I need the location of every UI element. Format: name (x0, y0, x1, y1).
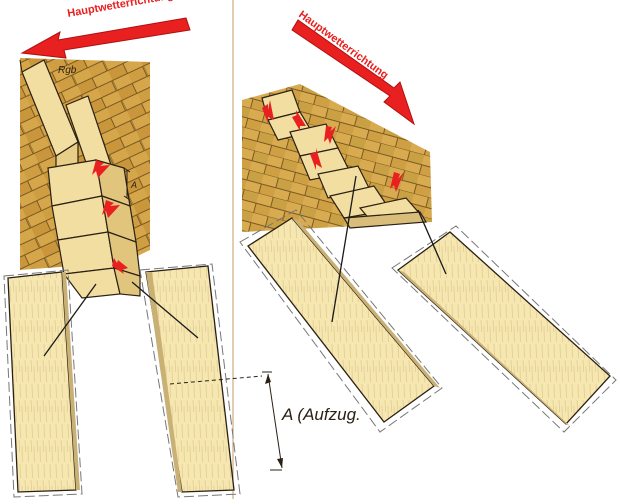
ridge-label: Rgb (58, 65, 77, 76)
dim-marker-small: A (130, 180, 137, 190)
right-plank-b (391, 209, 617, 433)
dim-label: A (Aufzug. (281, 405, 361, 424)
drainage-arrows-left (92, 160, 128, 274)
wind-arrow-icon (291, 19, 415, 126)
right-roof-illustration (242, 84, 432, 232)
red-arrow-icon (292, 110, 306, 131)
drainage-arrows-right (262, 100, 404, 192)
left-plank-a (3, 269, 97, 498)
wind-label-right: Hauptwetterrichtung (296, 9, 390, 82)
red-arrow-icon (92, 160, 110, 178)
wind-arrow-icon (20, 17, 191, 59)
red-arrow-icon (310, 148, 322, 170)
red-arrow-icon (390, 172, 404, 192)
left-plank-b: A (Aufzug. (131, 263, 361, 498)
red-arrow-icon (102, 200, 120, 218)
red-arrow-icon (324, 126, 336, 144)
left-roof-illustration: A Rgb (19, 58, 150, 299)
wind-direction-arrow-left: Hauptwetterrichtung (20, 0, 191, 59)
wind-label-left: Hauptwetterrichtung (66, 0, 174, 20)
right-plank-a (239, 175, 443, 433)
red-arrow-icon (262, 100, 274, 123)
red-arrow-icon (112, 258, 128, 274)
